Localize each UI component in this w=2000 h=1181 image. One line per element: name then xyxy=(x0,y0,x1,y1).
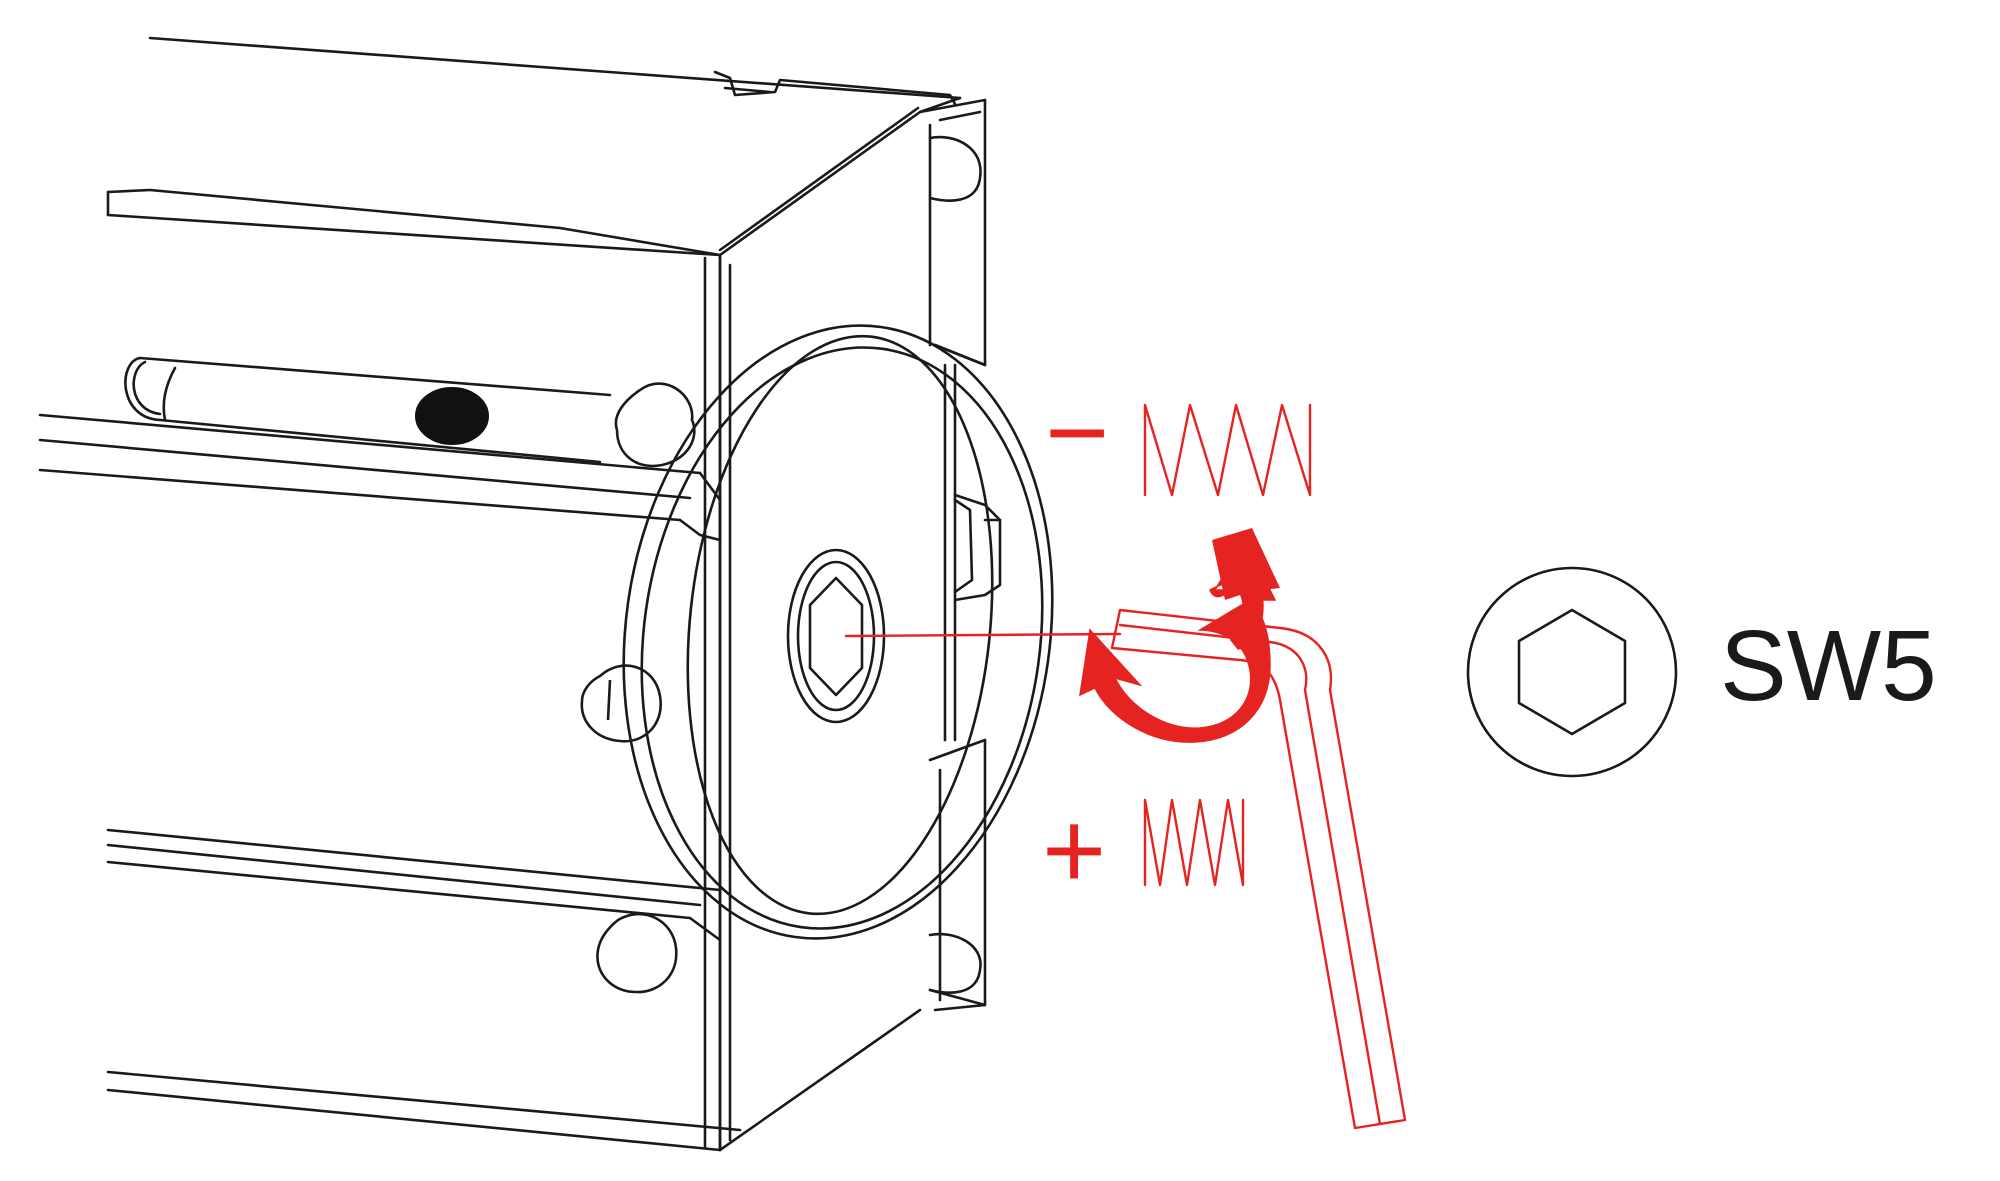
adjustment-disc xyxy=(622,324,1054,940)
tension-increase-indicator: + xyxy=(1042,789,1245,912)
spring-icon xyxy=(1143,403,1312,497)
hex-key-icon xyxy=(844,608,1407,1130)
spring-icon xyxy=(1143,798,1245,887)
tool-size-callout: SW5 xyxy=(1466,566,1937,778)
hex-socket-icon xyxy=(1466,566,1678,778)
minus-symbol: − xyxy=(1045,371,1109,494)
plus-symbol: + xyxy=(1042,789,1106,912)
end-bracket xyxy=(703,70,1002,1152)
tension-decrease-indicator: − xyxy=(1045,371,1312,497)
rotate-arrow-icon xyxy=(1079,528,1280,743)
tool-size-label: SW5 xyxy=(1720,610,1937,722)
motor-housing xyxy=(38,36,962,1152)
